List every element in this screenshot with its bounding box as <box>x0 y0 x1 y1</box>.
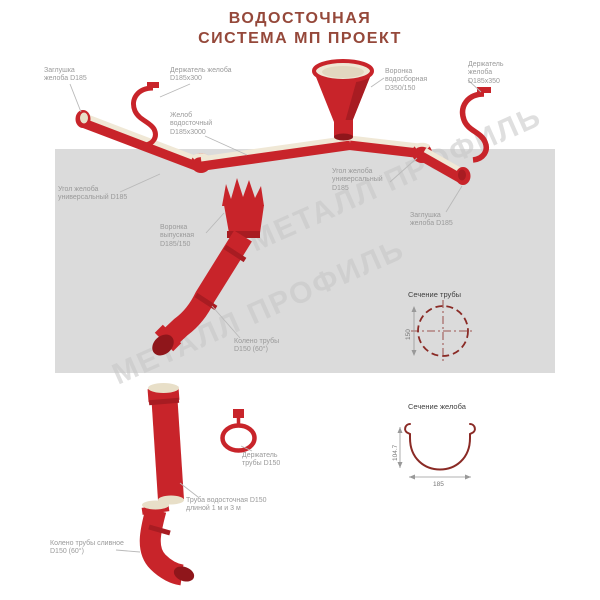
gutter-section-title: Сечение желоба <box>408 402 466 411</box>
label-connectors <box>69 77 482 553</box>
label-pipe-elbow: Колено трубы D150 (60°) <box>234 338 280 354</box>
gutter-section-dim-height: 104.7 <box>392 444 399 461</box>
label-gutter-holder-300: Держатель желоба D185х300 <box>170 67 232 83</box>
label-gutter-holder-350: Держатель желоба D185х350 <box>468 61 504 85</box>
downpipe-drawing <box>147 383 184 505</box>
pipe-section-dim: 150 <box>405 329 412 340</box>
gutter-holder-left-drawing <box>131 82 159 148</box>
label-gutter-cap-right: Заглушка желоба D185 <box>410 212 453 228</box>
label-collecting-funnel: Воронка водосборная D350/150 <box>385 68 428 92</box>
pipe-holder-drawing <box>220 409 257 453</box>
pipe-section-diagram: 150 <box>405 300 475 362</box>
roof-band <box>55 149 555 373</box>
gutter-section-diagram: 185 104.7 <box>392 423 476 488</box>
label-gutter-corner-right: Угол желоба универсальный D185 <box>332 168 383 192</box>
label-gutter-corner-left: Угол желоба универсальный D185 <box>58 186 128 202</box>
pipe-section-title: Сечение трубы <box>408 290 462 299</box>
label-gutter: Желоб водосточный D185х3000 <box>170 112 213 136</box>
gutter-section-dim-width: 185 <box>433 481 444 488</box>
pipe-elbow-drawing <box>152 230 252 356</box>
page-title-line2: СИСТЕМА МП ПРОЕКТ <box>198 30 402 47</box>
label-downpipe: Труба водосточная D150 длиной 1 м и 3 м <box>186 497 267 513</box>
collecting-funnel-drawing <box>312 59 374 141</box>
gutter-run-drawing <box>75 110 471 185</box>
label-drain-elbow: Колено трубы сливное D150 (60°) <box>50 540 124 556</box>
label-pipe-holder: Держатель трубы D150 <box>242 452 281 468</box>
label-outlet-funnel: Воронка выпускная D185/150 <box>160 224 195 248</box>
page-title-line1: ВОДОСТОЧНАЯ <box>228 10 372 27</box>
page-title: ВОДОСТОЧНАЯ СИСТЕМА МП ПРОЕКТ <box>0 9 600 49</box>
drain-elbow-drawing <box>139 500 195 586</box>
label-gutter-cap-left: Заглушка желоба D185 <box>44 67 87 83</box>
